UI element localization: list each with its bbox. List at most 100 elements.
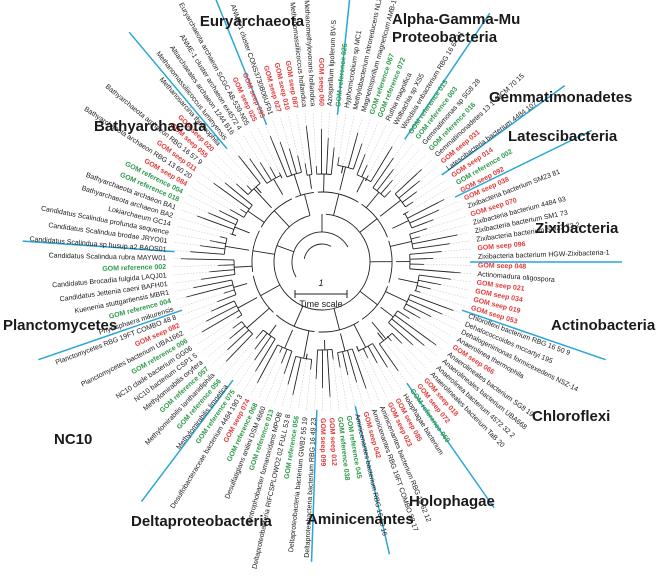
leaf-guide [449,240,471,244]
internal-branch [207,274,235,279]
leaf-branch [427,219,434,223]
scale-bar-value: 1 [318,278,323,288]
clade-divider [140,379,234,503]
leaf-branch [288,148,292,155]
leaf-branch [305,125,308,132]
leaf-guide [412,179,448,203]
internal-branch [229,289,235,292]
internal-branch [216,300,235,310]
leaf-branch [420,228,427,231]
leaf-guide [222,149,258,189]
leaf-guide [216,154,248,186]
leaf-branch [388,146,393,153]
internal-branch [234,212,245,218]
leaf-guide [174,233,211,241]
leaf-branch [249,158,254,164]
leaf-guide [172,265,219,268]
leaf-branch [229,209,236,213]
leaf-branch [292,388,295,395]
leaf-guide [356,382,364,407]
leaf-branch [388,179,393,186]
internal-branch [202,217,234,230]
leaf-guide [176,225,221,237]
leaf-branch [414,180,420,185]
clade-divider [310,409,318,562]
leaf-guide [201,327,234,352]
leaf-branch [225,356,231,362]
leaf-branch [408,340,414,346]
leaf-branch [364,164,368,171]
leaf-guide [264,123,271,137]
leaf-branch [238,155,243,161]
phylum-label-line2: Proteobacteria [392,29,498,46]
leaf-guide [412,344,433,364]
leaf-guide [450,279,471,283]
leaf-branch [255,333,261,339]
internal-branch [359,290,378,306]
leaf-guide [258,352,280,399]
leaf-guide [195,180,241,210]
leaf-branch [419,341,425,346]
internal-branch [351,348,365,384]
leaf-guide [390,153,427,191]
leaf-label-seep: GOM seep 012 [327,418,337,467]
leaf-branch [433,209,440,213]
leaf-guide [265,363,282,402]
leaf-branch [197,215,203,219]
internal-branch [284,329,293,349]
leaf-branch [254,344,259,350]
internal-branch [285,350,293,369]
leaf-branch [434,283,441,286]
internal-branch [304,194,311,216]
leaf-guide [367,357,387,398]
leaf-branch [217,299,224,303]
internal-branch [333,193,340,216]
internal-branch [234,325,246,336]
leaf-branch [259,162,264,168]
internal-branch [330,153,334,175]
phylum-label: Deltaproteobacteria [131,513,273,530]
internal-branch [268,324,277,336]
leaf-branch [362,154,366,161]
clade-divider [354,406,391,555]
internal-branch [272,172,277,178]
internal-branch [281,147,293,176]
leaf-branch [227,345,233,351]
leaf-branch [256,377,261,383]
phylum-label: Alpha-Gamma-Mu [392,11,520,28]
leaf-guide [376,362,395,394]
clade-divider [215,0,268,126]
internal-branch [315,349,319,373]
leaf-branch [255,366,259,372]
internal-branch [247,210,265,223]
internal-branch [398,184,416,199]
internal-branch [237,321,242,325]
leaf-branch [414,314,421,319]
leaf-guide-lines [172,112,472,412]
internal-branch [231,329,250,347]
phylum-label: Zixibacteria [535,220,619,237]
leaf-guide [297,359,307,411]
leaf-guide [364,122,379,155]
internal-branch [222,294,237,301]
leaf-branch [201,328,208,333]
leaf-guide [424,345,439,358]
internal-branch [413,244,444,250]
internal-branch [245,212,247,214]
leaf-guide [361,119,371,144]
leaf-guide [178,217,231,235]
leaf-branch [254,354,259,361]
leaf-guide [172,250,191,252]
internal-branch [379,199,401,217]
clade-divider [454,129,592,198]
leaf-guide [249,130,271,168]
leaf-guide [184,202,209,213]
leaf-branch [383,362,388,368]
internal-branch [409,251,436,255]
leaf-guide [419,224,468,237]
leaf-guide [230,348,256,381]
leaf-label-plain: Candidatus Scalindua rubra MAYW01 [49,253,167,263]
leaf-guide [421,159,433,170]
internal-branch [258,338,276,367]
